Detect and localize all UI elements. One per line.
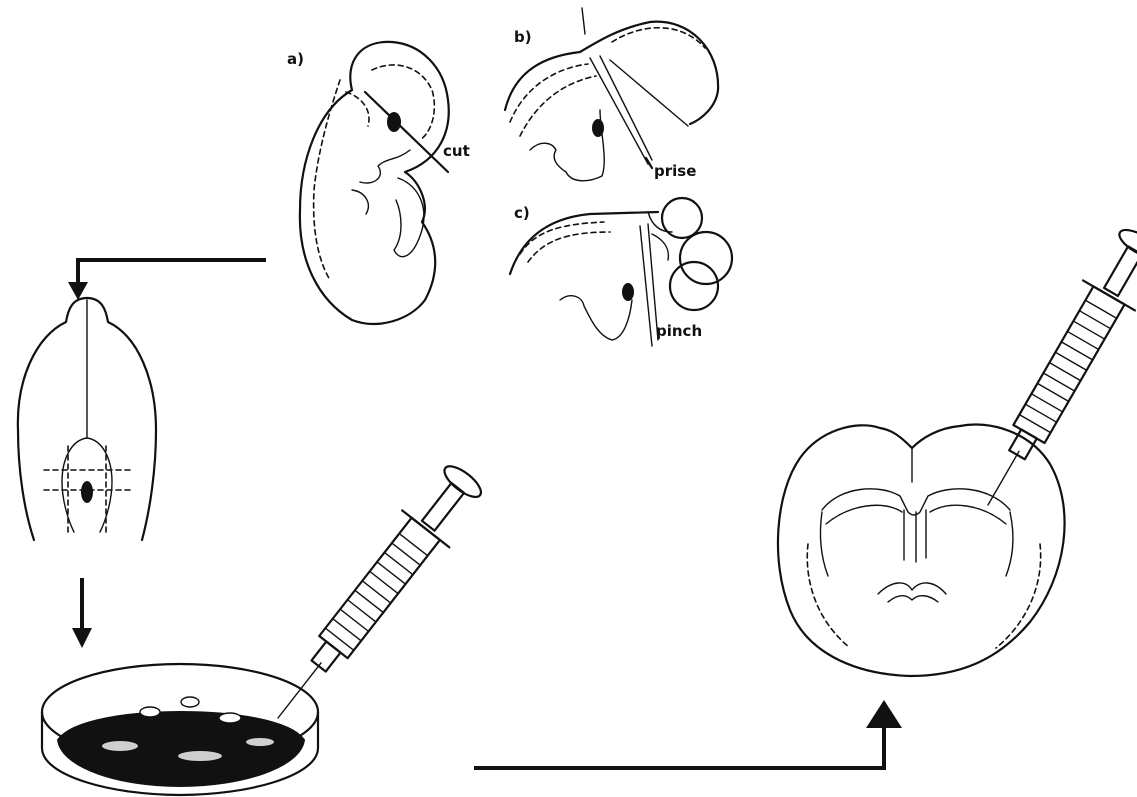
syringe-dish	[254, 456, 492, 736]
tissue-marker	[81, 481, 93, 503]
syringe-brain	[962, 221, 1137, 520]
marker-dot	[592, 119, 604, 137]
brain-section	[778, 425, 1065, 676]
panel-label-b: b)	[514, 28, 532, 46]
flow-arrow-tissue-to-dish	[72, 580, 92, 648]
embryo-panel-b: b) prise	[505, 8, 718, 181]
flow-arrow-dish-to-brain	[476, 700, 902, 768]
prise-label: prise	[654, 162, 696, 180]
pinch-label: pinch	[656, 322, 702, 340]
flow-arrow-embryo-to-tissue	[68, 260, 264, 300]
cut-label: cut	[443, 142, 470, 160]
panel-label-a: a)	[287, 50, 304, 68]
embryo-panel-a: a) cut	[287, 42, 470, 324]
petri-dish	[42, 664, 318, 795]
cut-line	[365, 92, 448, 172]
culture-medium	[58, 712, 304, 786]
embryo-panel-c: c) pinch	[510, 198, 732, 346]
marker-dot	[622, 283, 634, 301]
dissected-tissue	[18, 298, 156, 540]
panel-label-c: c)	[514, 204, 530, 222]
